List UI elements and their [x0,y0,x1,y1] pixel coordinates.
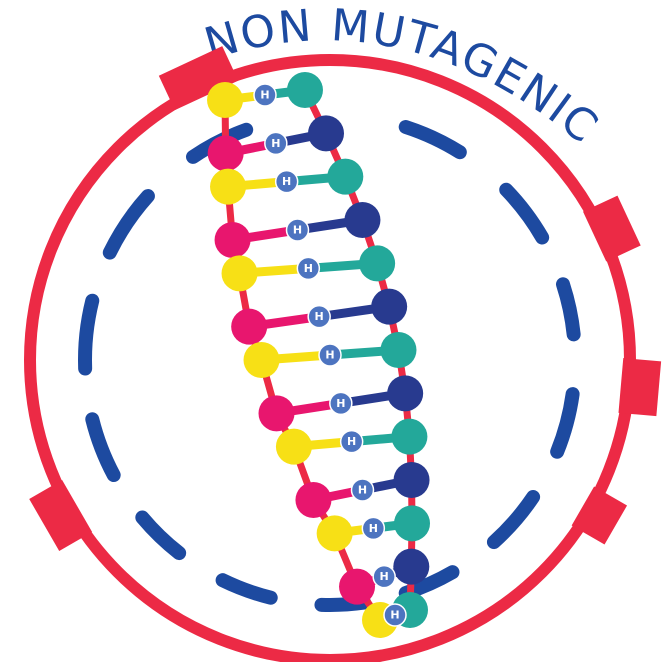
hydrogen-bond-label: H [369,522,378,535]
hydrogen-bond-icon [307,304,331,329]
dashed-membrane [78,119,581,612]
nucleotide-right [391,418,428,455]
nucleotide-left [339,568,376,605]
nucleotide-left [295,482,332,518]
membrane-dash [85,412,121,483]
membrane-dash [398,119,467,160]
hydrogen-bond-icon [329,391,353,416]
nucleotide-right [394,505,431,542]
hydrogen-bond-icon [339,429,364,454]
base-pair: H [231,288,408,345]
membrane-dash [556,277,581,342]
nucleotide-left [316,515,353,552]
base-pair: H [362,592,428,638]
nucleotide-left [214,222,251,258]
hydrogen-bond-icon [285,218,310,242]
nucleotide-right [308,115,345,152]
base-pair: H [243,332,417,378]
hydrogen-bond-label: H [271,137,280,150]
nucleotide-right [286,72,323,108]
hydrogen-bond-icon [350,478,375,502]
membrane-dash [486,490,541,550]
nucleotide-right [387,375,424,412]
nucleotide-left [221,255,258,292]
base-pair: H [258,375,424,432]
nucleotide-right [393,462,430,498]
hydrogen-bond-label: H [315,310,324,323]
nucleotide-left [210,168,247,205]
hydrogen-bond-label: H [390,609,399,622]
ring-notch [29,480,93,551]
hydrogen-bond-label: H [347,435,356,448]
membrane-dash [215,573,278,605]
nucleotide-right [393,548,430,585]
ring-notch [618,358,662,417]
base-pair: H [316,505,431,552]
membrane-dash [499,182,550,245]
hydrogen-bond-label: H [336,397,345,410]
hydrogen-bond-label: H [293,224,302,237]
hydrogen-bond-icon [253,83,277,107]
hydrogen-bond-icon [274,169,299,194]
membrane-dash [550,387,580,459]
nucleotide-left [258,395,295,432]
hydrogen-bond-icon [296,256,321,281]
hydrogen-bond-label: H [260,89,269,102]
base-pair: H [207,115,345,172]
nucleotide-right [359,245,396,282]
hydrogen-bond-icon [372,564,396,589]
cell-ring-icon [24,46,662,662]
membrane-dash [135,510,187,561]
nucleotide-left [207,82,244,118]
hydrogen-bond-label: H [358,484,367,497]
ring-notch [583,195,641,262]
hydrogen-bond-label: H [325,349,334,362]
base-pair: H [221,245,396,292]
hydrogen-bond-label: H [282,175,291,188]
base-pair: H [339,548,430,605]
base-pair: H [207,72,323,118]
hydrogen-bond-icon [318,343,342,367]
nucleotide-left [207,135,244,172]
hydrogen-bond-icon [361,516,386,541]
hydrogen-bond-icon [383,603,407,627]
dna-double-helix-icon: H H H H H H H H H H H H H [207,72,431,638]
ring-notch [158,46,239,111]
membrane-dash [102,189,155,260]
base-pair: H [214,202,381,258]
membrane-dash [78,293,100,376]
nucleotide-right [344,202,381,238]
nucleotide-right [371,288,408,325]
hydrogen-bond-icon [264,131,288,156]
nucleotide-left [275,428,312,465]
base-pair: H [275,418,428,465]
hydrogen-bond-label: H [380,570,389,583]
nucleotide-right [380,332,417,368]
nucleotide-left [243,342,280,378]
base-pair: H [210,158,364,205]
nucleotide-left [231,308,268,345]
ring-notch [571,486,628,545]
base-pair: H [295,462,430,518]
nucleotide-right [327,158,364,195]
hydrogen-bond-label: H [304,262,313,275]
